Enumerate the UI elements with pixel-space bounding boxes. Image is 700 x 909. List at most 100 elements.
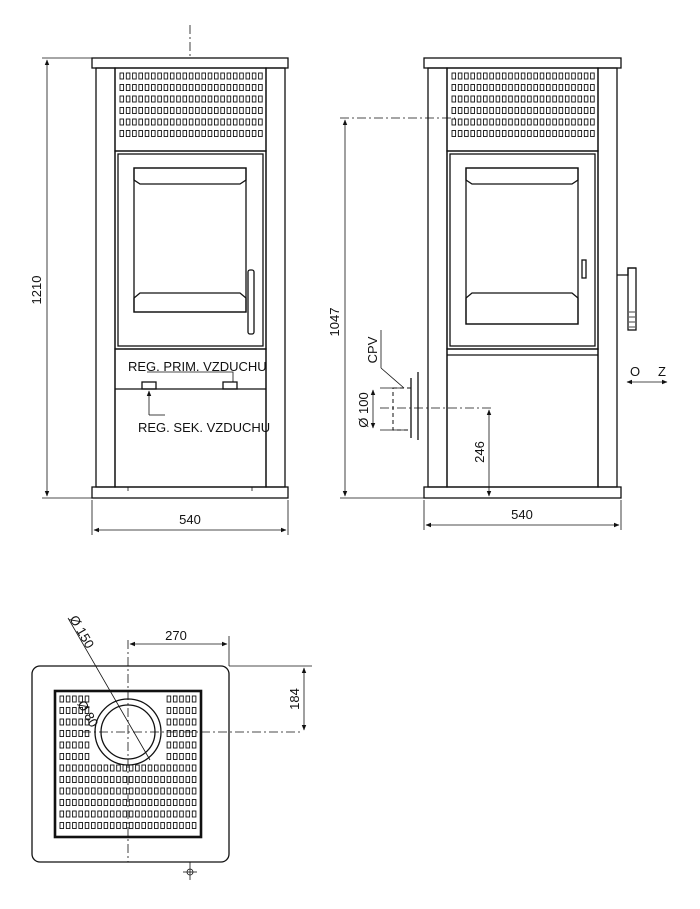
vent-hole bbox=[97, 799, 102, 806]
front-view: REG. PRIM. VZDUCHU REG. SEK. VZDUCHU bbox=[91, 25, 289, 499]
vent-hole bbox=[172, 822, 178, 829]
vent-hole bbox=[495, 118, 501, 126]
vent-hole bbox=[201, 72, 206, 80]
vent-hole bbox=[195, 118, 200, 126]
vent-hole bbox=[520, 84, 526, 91]
vent-hole bbox=[135, 776, 140, 783]
vent-hole bbox=[172, 695, 178, 703]
vent-hole bbox=[483, 107, 488, 114]
vent-hole bbox=[138, 95, 143, 103]
vent-hole bbox=[65, 730, 71, 737]
vent-hole bbox=[122, 810, 128, 818]
vent-hole bbox=[65, 741, 71, 749]
vent-hole bbox=[207, 107, 213, 114]
vent-hole bbox=[232, 107, 238, 114]
vent-hole bbox=[138, 118, 143, 126]
vent-hole bbox=[188, 72, 194, 80]
side-height-dimension: 1047 bbox=[327, 117, 455, 499]
vent-hole bbox=[172, 764, 178, 772]
vent-hole bbox=[160, 822, 165, 829]
vent-hole bbox=[144, 72, 150, 80]
vent-hole bbox=[520, 95, 526, 103]
vent-hole bbox=[239, 130, 244, 137]
vent-hole bbox=[558, 118, 564, 126]
vent-hole bbox=[220, 84, 225, 91]
vent-hole bbox=[226, 72, 232, 80]
vent-hole bbox=[214, 107, 219, 114]
flue-diameter-label: Ø 100 bbox=[356, 392, 371, 427]
vent-hole bbox=[185, 822, 191, 829]
side-vent-grille bbox=[451, 72, 595, 137]
vent-hole bbox=[103, 764, 109, 772]
vent-hole bbox=[91, 787, 96, 795]
vent-hole bbox=[464, 107, 469, 114]
vent-hole bbox=[539, 130, 545, 137]
vent-hole bbox=[147, 822, 153, 829]
vent-hole bbox=[489, 95, 494, 103]
vent-hole bbox=[583, 95, 589, 103]
vent-hole bbox=[97, 810, 102, 818]
vent-hole bbox=[451, 95, 457, 103]
vent-hole bbox=[169, 107, 175, 114]
vent-hole bbox=[470, 107, 475, 114]
vent-hole bbox=[501, 107, 507, 114]
side-height-label: 1047 bbox=[327, 308, 342, 337]
vent-hole bbox=[520, 72, 526, 80]
vent-hole bbox=[172, 799, 178, 806]
vent-hole bbox=[179, 741, 184, 749]
vent-hole bbox=[182, 95, 188, 103]
vent-hole bbox=[564, 72, 570, 80]
vent-hole bbox=[185, 707, 191, 714]
vent-hole bbox=[116, 799, 121, 806]
vent-hole bbox=[116, 822, 121, 829]
vent-hole bbox=[226, 107, 232, 114]
vent-hole bbox=[91, 764, 96, 772]
vent-hole bbox=[122, 799, 128, 806]
vent-hole bbox=[116, 810, 121, 818]
vent-hole bbox=[546, 72, 551, 80]
vent-hole bbox=[258, 95, 263, 103]
vent-hole bbox=[59, 753, 65, 760]
vent-hole bbox=[119, 84, 125, 91]
vent-hole bbox=[122, 764, 128, 772]
vent-hole bbox=[195, 107, 200, 114]
vent-hole bbox=[59, 787, 65, 795]
front-vent-grille bbox=[119, 72, 263, 137]
front-height-dimension: 1210 bbox=[29, 57, 92, 499]
vent-hole bbox=[65, 707, 71, 714]
vent-hole bbox=[191, 707, 197, 714]
vent-hole bbox=[201, 118, 206, 126]
vent-hole bbox=[128, 776, 134, 783]
vent-hole bbox=[195, 84, 200, 91]
vent-hole bbox=[172, 810, 178, 818]
vent-hole bbox=[552, 130, 557, 137]
vent-hole bbox=[125, 84, 131, 91]
vent-hole bbox=[539, 118, 545, 126]
vent-hole bbox=[214, 72, 219, 80]
vent-hole bbox=[151, 130, 156, 137]
vent-hole bbox=[157, 95, 162, 103]
vent-hole bbox=[78, 718, 83, 726]
vent-hole bbox=[508, 107, 513, 114]
vent-hole bbox=[245, 95, 251, 103]
vent-hole bbox=[483, 84, 488, 91]
vent-hole bbox=[182, 107, 188, 114]
front-height-label: 1210 bbox=[29, 276, 44, 305]
vent-hole bbox=[552, 72, 557, 80]
vent-hole bbox=[169, 72, 175, 80]
vent-hole bbox=[245, 130, 251, 137]
vent-hole bbox=[135, 787, 140, 795]
vent-hole bbox=[539, 95, 545, 103]
vent-hole bbox=[552, 95, 557, 103]
vent-hole bbox=[533, 107, 538, 114]
vent-hole bbox=[72, 707, 77, 714]
vent-hole bbox=[201, 95, 206, 103]
vent-hole bbox=[514, 118, 520, 126]
vent-hole bbox=[91, 810, 96, 818]
vent-hole bbox=[457, 118, 463, 126]
vent-hole bbox=[232, 72, 238, 80]
vent-hole bbox=[201, 84, 206, 91]
vent-hole bbox=[172, 787, 178, 795]
vent-hole bbox=[457, 130, 463, 137]
vent-hole bbox=[191, 810, 197, 818]
